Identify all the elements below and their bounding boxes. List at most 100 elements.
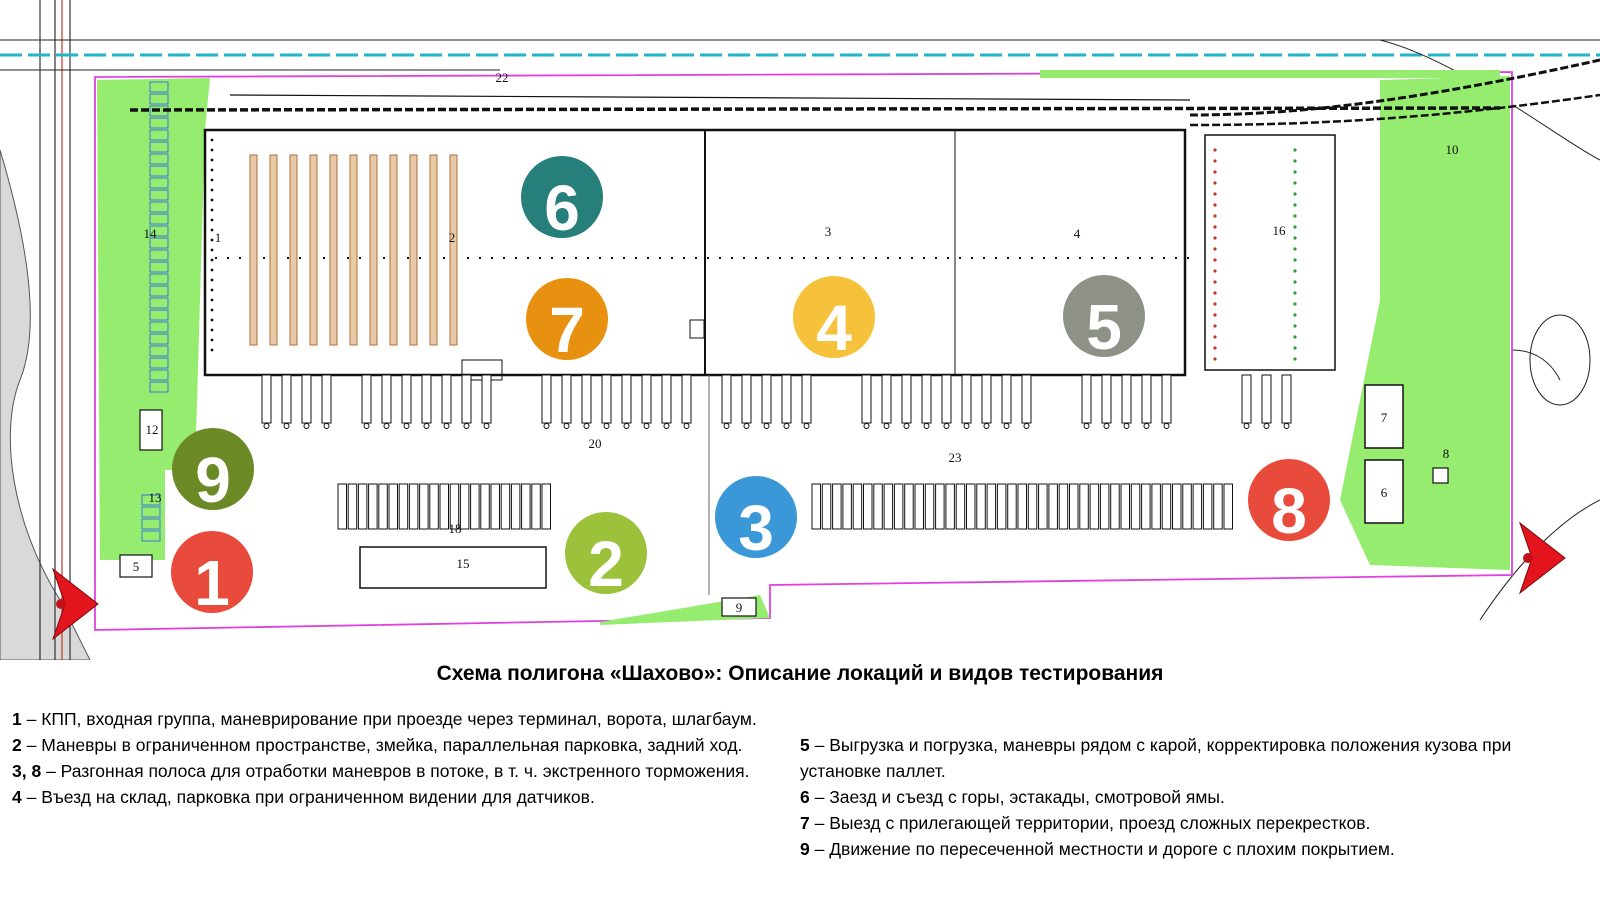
parking-slot-blue (149, 141, 169, 153)
legend-left-column: 1 – КПП, входная группа, маневрирование … (12, 706, 782, 810)
parking-slot-blue (149, 273, 169, 285)
location-marker-9: 9 (172, 428, 254, 510)
storage-rack (249, 154, 258, 346)
parking-slot (873, 483, 883, 530)
legend-text: – Разгонная полоса для отработки маневро… (41, 761, 750, 781)
parking-slot-blue (149, 201, 169, 213)
parking-slot (510, 483, 521, 530)
loading-dock (1141, 374, 1152, 424)
legend-right-column: 5 – Выгрузка и погрузка, маневры рядом с… (800, 732, 1560, 862)
location-marker-4: 4 (793, 276, 875, 358)
parking-slot-blue (141, 494, 161, 506)
loading-docks (261, 374, 1292, 429)
dock-wheel (783, 423, 790, 429)
annex-dot (1293, 335, 1297, 339)
annex-building (1204, 134, 1336, 371)
loading-dock (1261, 374, 1272, 424)
annex-dot (1213, 170, 1217, 174)
location-marker-6: 6 (521, 156, 603, 238)
annex-dot (1213, 148, 1217, 152)
parking-slot (429, 483, 439, 530)
parking-slot (541, 483, 551, 530)
warehouse-outline (203, 128, 1187, 377)
loading-dock (601, 374, 612, 424)
annex-dot (1213, 335, 1217, 339)
annex-dot (1293, 269, 1297, 273)
parking-slot-blue (149, 333, 169, 345)
legend-text: – Заезд и съезд с горы, эстакады, смотро… (809, 787, 1225, 807)
legend-text: – Выгрузка и погрузка, маневры рядом с к… (800, 735, 1512, 781)
dock-wheel (483, 423, 490, 429)
loading-dock (941, 374, 952, 424)
dock-wheel (683, 423, 690, 429)
scheme-label-2: 2 (449, 230, 456, 245)
annex-dot (1293, 302, 1297, 306)
storage-rack (369, 154, 378, 346)
parking-slot (1089, 483, 1100, 530)
parking-slot (449, 483, 460, 530)
parking-slot (398, 483, 409, 530)
parking-slot-blue (149, 237, 169, 249)
legend-text: – Выезд с прилегающей территории, проезд… (809, 813, 1371, 833)
dock-wheel (1003, 423, 1010, 429)
marker-number: 3 (738, 492, 774, 564)
parking-slot (470, 483, 480, 530)
wall-dot (210, 218, 214, 222)
loading-dock (1081, 374, 1092, 424)
parking-slot (490, 483, 500, 530)
loading-dock (421, 374, 432, 424)
parking-slot (1213, 483, 1223, 530)
railway-lines (129, 58, 1600, 127)
dock-wheel (663, 423, 670, 429)
parking-slot (1161, 483, 1172, 530)
storage-rack (349, 154, 358, 346)
parking-slot-blue (149, 177, 169, 189)
legend-number: 2 (12, 735, 22, 755)
annex-dot (1213, 291, 1217, 295)
scheme-label-13: 13 (149, 490, 162, 505)
parking-slot (1192, 483, 1203, 530)
parking-slot (1151, 483, 1161, 530)
legend-text: – КПП, входная группа, маневрирование пр… (21, 709, 757, 729)
warehouse-buildings (203, 128, 1336, 381)
location-marker-3: 3 (715, 476, 797, 564)
annex-dot (1213, 203, 1217, 207)
location-marker-7: 7 (526, 278, 608, 360)
loading-dock (381, 374, 392, 424)
annex-dot (1293, 258, 1297, 262)
parking-slot (976, 483, 986, 530)
legend-number: 7 (800, 813, 810, 833)
legend-text: – Движение по пересеченной местности и д… (809, 839, 1395, 859)
parking-slot (1058, 483, 1069, 530)
parking-slot (1223, 483, 1233, 530)
parking-slot (1069, 483, 1079, 530)
loading-dock (981, 374, 992, 424)
annex-dot (1293, 324, 1297, 328)
scheme-label-4: 4 (1074, 226, 1081, 241)
storage-rack (429, 154, 438, 346)
dock-wheel (743, 423, 750, 429)
loading-dock (721, 374, 732, 424)
parking-slot (1017, 483, 1027, 530)
storage-rack (409, 154, 418, 346)
location-marker-2: 2 (565, 512, 647, 594)
dock-wheel (1123, 423, 1130, 429)
loading-dock (561, 374, 572, 424)
dock-wheel (283, 423, 290, 429)
parking-slot (966, 483, 976, 530)
annex-dot (1213, 302, 1217, 306)
parking-slot (459, 483, 470, 530)
parking-slot (419, 483, 429, 530)
parking-slot-blue (149, 357, 169, 369)
rail-track (129, 106, 1501, 112)
parking-slot (521, 483, 531, 530)
loading-dock (581, 374, 592, 424)
marker-circle-icon (715, 476, 797, 558)
storage-rack (449, 154, 458, 346)
annex-dot (1213, 192, 1217, 196)
box-label-south_pad: 9 (736, 600, 743, 615)
scheme-label-22: 22 (496, 70, 509, 85)
entry-arrow-east (1518, 521, 1566, 595)
wall-dot (210, 138, 214, 142)
legend-number: 9 (800, 839, 810, 859)
